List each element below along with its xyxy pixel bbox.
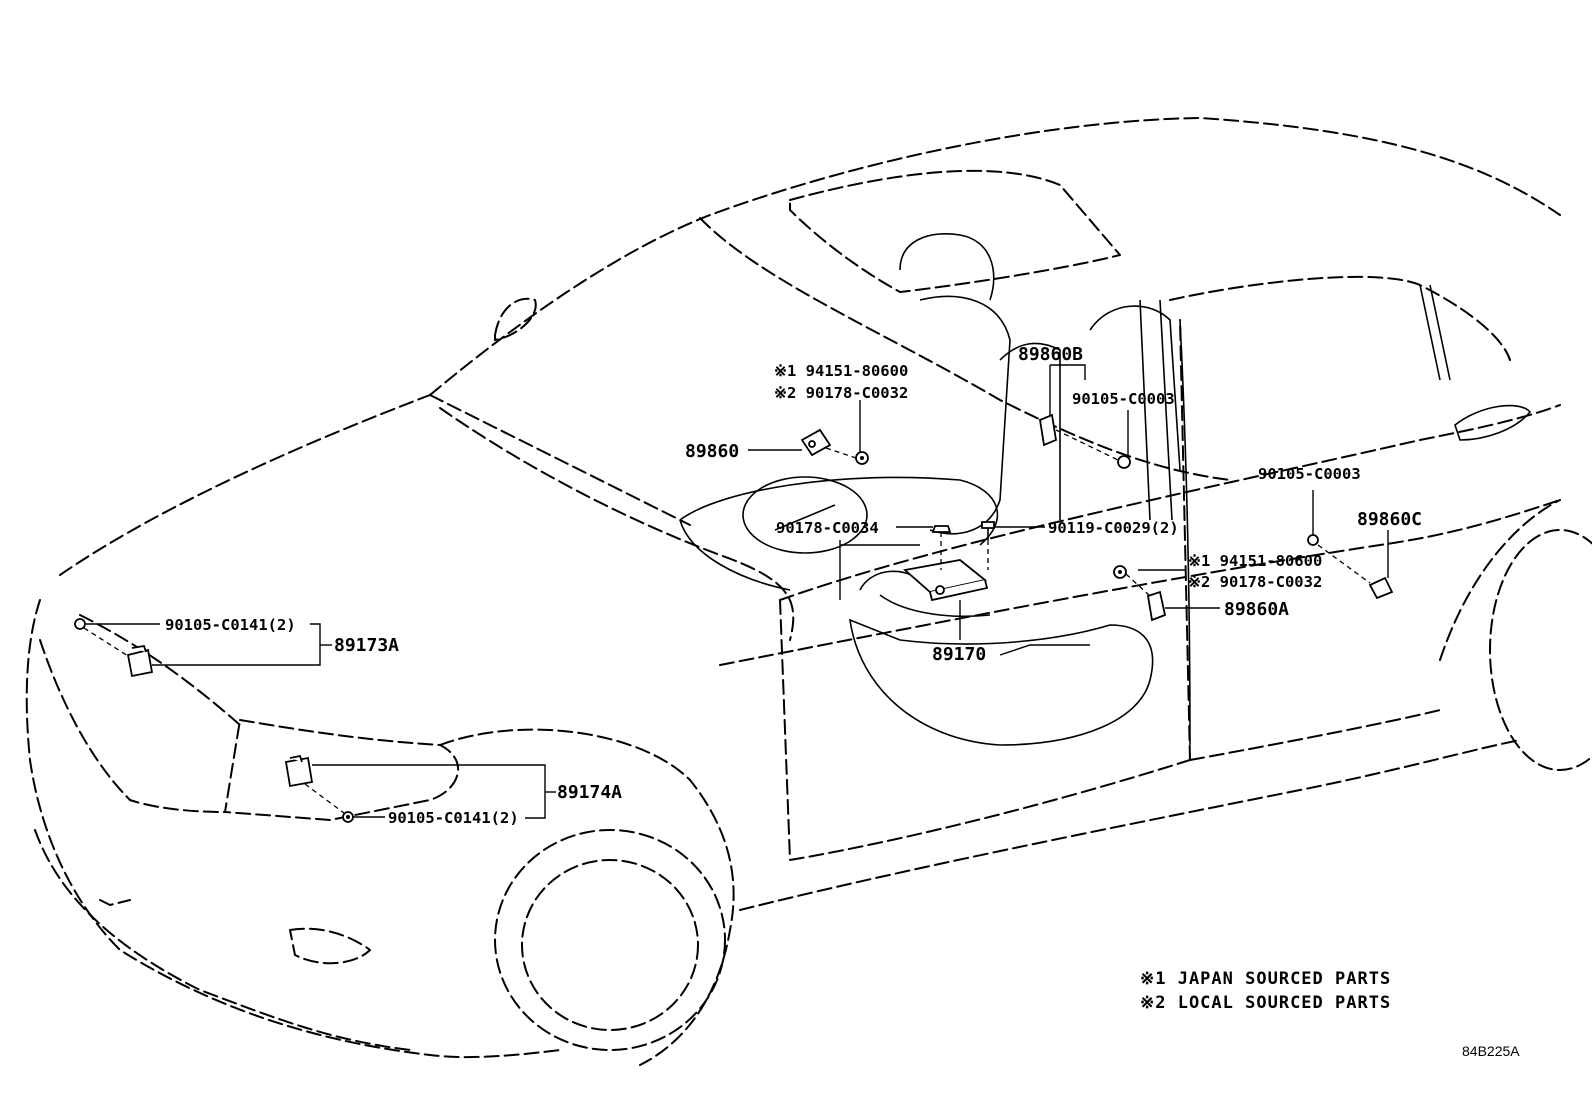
- part-89860B-sensor[interactable]: [1038, 413, 1058, 447]
- label-89860A: 89860A: [1224, 599, 1289, 620]
- bolt-front-upper[interactable]: [74, 618, 86, 630]
- label-89174A: 89174A: [557, 782, 622, 803]
- bolt-right-c0003[interactable]: [1307, 534, 1319, 546]
- part-labels: ※1 94151-80600 ※2 90178-C0032 89860 8986…: [165, 344, 1422, 827]
- bolt-front-lower[interactable]: [342, 811, 354, 823]
- label-89860: 89860: [685, 441, 739, 462]
- label-c0003-center: 90105-C0003: [1072, 390, 1175, 408]
- label-c0141-upper: 90105-C0141(2): [165, 616, 296, 634]
- label-89173A: 89173A: [334, 635, 399, 656]
- bolt-center-c0003[interactable]: [1117, 455, 1131, 469]
- label-c0034: 90178-C0034: [776, 519, 879, 537]
- note-local: ※2 LOCAL SOURCED PARTS: [1140, 993, 1391, 1013]
- label-89860C: 89860C: [1357, 509, 1422, 530]
- bolt-c0029[interactable]: [981, 521, 995, 540]
- part-89170-ecu[interactable]: [903, 559, 989, 602]
- label-c0003-right: 90105-C0003: [1258, 465, 1361, 483]
- nut-c0034[interactable]: [931, 525, 952, 533]
- note-japan: ※1 JAPAN SOURCED PARTS: [1140, 969, 1391, 989]
- part-89860-sensor[interactable]: [800, 428, 832, 457]
- sourcing-notes: ※1 JAPAN SOURCED PARTS ※2 LOCAL SOURCED …: [1140, 969, 1391, 1013]
- nut-right[interactable]: [1113, 565, 1127, 579]
- car-interior: [679, 233, 1532, 746]
- part-89860A-sensor[interactable]: [1146, 590, 1167, 622]
- nut-left[interactable]: [855, 451, 869, 465]
- alt-left-line1: ※1 94151-80600: [774, 362, 908, 380]
- figure-code: 84B225A: [1462, 1043, 1520, 1059]
- label-c0141-lower: 90105-C0141(2): [388, 809, 519, 827]
- leader-lines: [83, 364, 1389, 819]
- alt-left-line2: ※2 90178-C0032: [774, 384, 908, 402]
- alt-right-line2: ※2 90178-C0032: [1188, 573, 1322, 591]
- part-89860C-sensor[interactable]: [1368, 576, 1394, 600]
- label-89860B: 89860B: [1018, 344, 1083, 365]
- alt-right-line1: ※1 94151-80600: [1188, 552, 1322, 570]
- part-89174A-sensor[interactable]: [284, 754, 314, 788]
- car-outline: [25, 117, 1592, 1066]
- part-89173A-sensor[interactable]: [126, 644, 154, 678]
- label-89170: 89170: [932, 644, 986, 665]
- label-c0029: 90119-C0029(2): [1048, 519, 1179, 537]
